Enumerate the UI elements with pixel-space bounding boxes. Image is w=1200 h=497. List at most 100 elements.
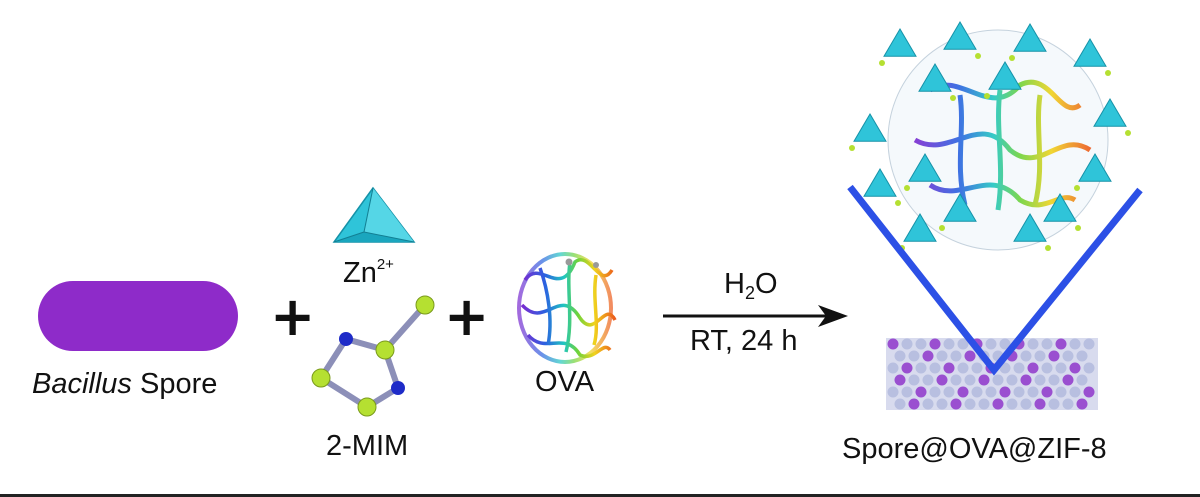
- cage-linker-atom: [895, 200, 901, 206]
- lattice-node: [950, 374, 962, 386]
- plus-sign: +: [444, 285, 490, 348]
- lattice-node: [999, 386, 1011, 398]
- lattice-node: [1083, 386, 1095, 398]
- lattice-node: [1034, 374, 1046, 386]
- cage-linker-atom: [904, 185, 910, 191]
- lattice-node: [964, 374, 976, 386]
- lattice-node: [1083, 338, 1095, 350]
- lattice-node: [978, 398, 990, 410]
- cage-tetrahedron: [1043, 193, 1077, 222]
- spore-label-rest: Spore: [140, 368, 218, 400]
- lattice-node: [1027, 338, 1039, 350]
- mim-label: 2-MIM: [326, 430, 409, 462]
- lattice-node: [1069, 362, 1081, 374]
- lattice-node: [1062, 350, 1074, 362]
- lattice-node: [943, 386, 955, 398]
- cage-tetrahedron: [1013, 23, 1047, 52]
- lattice-node: [957, 386, 969, 398]
- cage-linker-atom: [1009, 55, 1015, 61]
- lattice-node: [950, 350, 962, 362]
- cage-linker-atom: [1125, 130, 1131, 136]
- cage-linker-atom: [1075, 225, 1081, 231]
- lattice-node: [887, 362, 899, 374]
- lattice-node: [1062, 398, 1074, 410]
- cage-linker-atom: [1105, 70, 1111, 76]
- cage-linker-atom: [975, 53, 981, 59]
- lattice-node: [971, 386, 983, 398]
- lattice-node: [1034, 398, 1046, 410]
- cage-tetrahedron: [1078, 153, 1112, 182]
- lattice-node: [1055, 338, 1067, 350]
- lattice-node: [1076, 350, 1088, 362]
- reaction-arrow: [663, 305, 848, 327]
- cage-tetrahedron: [918, 63, 952, 92]
- lattice-node: [894, 374, 906, 386]
- lattice-node: [1041, 362, 1053, 374]
- lattice-node: [1076, 374, 1088, 386]
- lattice-node: [1027, 362, 1039, 374]
- methylimidazole-molecule-icon: [318, 302, 428, 410]
- zinc-tetrahedron-icon: [332, 186, 416, 243]
- ova-protein-icon: [517, 252, 617, 364]
- plus-sign: +: [270, 285, 316, 348]
- zif-cage-icon: [849, 21, 1131, 251]
- ova-label: OVA: [535, 366, 595, 398]
- v-frame: [847, 184, 1143, 376]
- cage-linker-atom: [1045, 245, 1051, 251]
- lattice-node: [894, 350, 906, 362]
- product-label: Spore@OVA@ZIF-8: [842, 433, 1107, 465]
- lattice-node: [1048, 398, 1060, 410]
- cage-tetrahedron: [903, 213, 937, 242]
- lattice-node: [1048, 350, 1060, 362]
- cage-tetrahedron: [863, 168, 897, 197]
- lattice-node: [1048, 374, 1060, 386]
- lattice-node: [943, 362, 955, 374]
- lattice-node: [1027, 386, 1039, 398]
- cage-linker-atom: [950, 95, 956, 101]
- lattice-node: [929, 362, 941, 374]
- cage-linker-atom: [1074, 185, 1080, 191]
- lattice-node: [1034, 350, 1046, 362]
- lattice-node: [936, 374, 948, 386]
- cage-tetrahedron: [853, 113, 887, 142]
- lattice-node: [901, 386, 913, 398]
- lattice-node: [1006, 374, 1018, 386]
- cage-tetrahedron: [1073, 38, 1107, 67]
- lattice-node: [999, 338, 1011, 350]
- lattice-node: [936, 398, 948, 410]
- cage-tetrahedron: [1013, 213, 1047, 242]
- lattice-node: [1020, 398, 1032, 410]
- lattice-node: [1006, 398, 1018, 410]
- zinc-label: Zn2+: [343, 256, 394, 289]
- lattice-node: [922, 374, 934, 386]
- lattice-node: [929, 338, 941, 350]
- lattice-node: [971, 362, 983, 374]
- lattice-node: [915, 338, 927, 350]
- lattice-node: [992, 374, 1004, 386]
- lattice-node: [985, 338, 997, 350]
- lattice-node: [1055, 362, 1067, 374]
- bottom-border: [0, 494, 1200, 497]
- lattice-node: [1020, 374, 1032, 386]
- cage-linker-atom: [879, 60, 885, 66]
- lattice-node: [908, 374, 920, 386]
- lattice-node: [1055, 386, 1067, 398]
- lattice-node: [908, 398, 920, 410]
- crystal-slab: [886, 338, 1098, 410]
- lattice-node: [992, 398, 1004, 410]
- arrow-condition-top: H2O: [724, 268, 778, 303]
- cage-tetrahedron: [1093, 98, 1127, 127]
- cage-tetrahedron: [908, 153, 942, 182]
- arrow-condition-bottom: RT, 24 h: [690, 325, 798, 357]
- lattice-node: [915, 386, 927, 398]
- lattice-node: [887, 338, 899, 350]
- lattice-node: [964, 350, 976, 362]
- lattice-node: [957, 338, 969, 350]
- lattice-node: [1020, 350, 1032, 362]
- lattice-node: [1013, 386, 1025, 398]
- lattice-node: [957, 362, 969, 374]
- lattice-node: [922, 350, 934, 362]
- spore-capsule: [38, 281, 238, 351]
